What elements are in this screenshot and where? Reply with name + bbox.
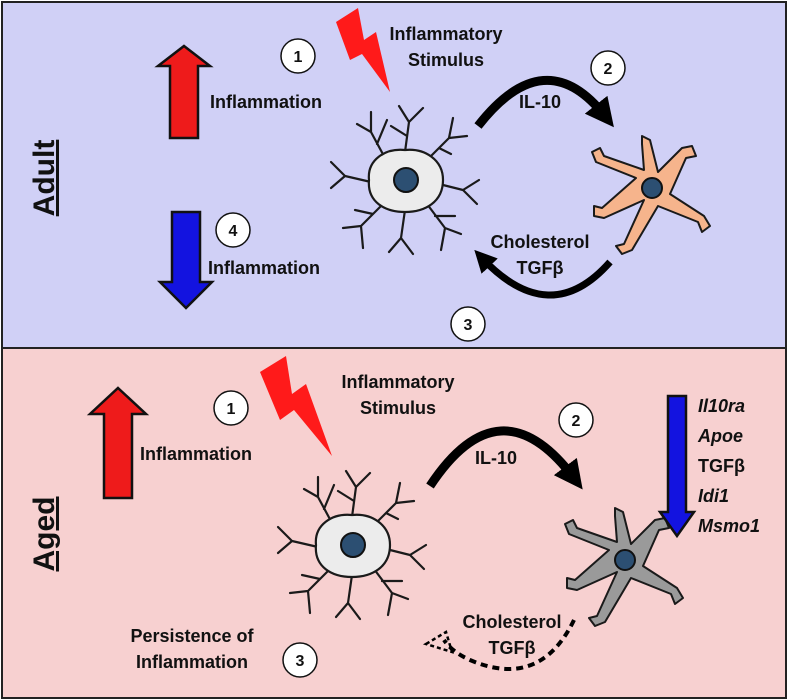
aged-stimulus-label-line1: Inflammatory xyxy=(341,372,454,392)
aged-persistence-label-line1: Persistence of xyxy=(130,626,254,646)
aged-inflammation-up-arrow xyxy=(86,386,150,500)
gene-msmo1: Msmo1 xyxy=(698,516,760,536)
gene-tgfb: TGFβ xyxy=(698,456,745,476)
aged-lightning-icon xyxy=(260,356,332,456)
adult-lightning-icon xyxy=(336,8,390,92)
aged-feedback-dashed-arrowhead xyxy=(422,630,454,654)
aged-inflammation-up-label: Inflammation xyxy=(140,444,252,464)
svg-text:1: 1 xyxy=(294,49,303,66)
aged-step-3-badge: 3 xyxy=(282,642,318,678)
adult-il10-arrow xyxy=(474,76,614,129)
gene-il10ra: Il10ra xyxy=(698,396,745,416)
adult-inflammation-down-label: Inflammation xyxy=(208,258,320,278)
aged-panel: Aged Inflammation 1 Inflammatory Stimulu… xyxy=(1,347,787,699)
adult-inflammation-up-arrow xyxy=(154,44,214,140)
adult-feedback-label-line1: Cholesterol xyxy=(490,232,589,252)
gene-idi1: Idi1 xyxy=(698,486,729,506)
adult-stimulus-label-line2: Stimulus xyxy=(408,50,484,70)
adult-inflammation-up-label: Inflammation xyxy=(210,92,322,112)
adult-step-3-badge: 3 xyxy=(450,306,486,342)
adult-section-label: Adult xyxy=(28,140,61,217)
adult-step-4-badge: 4 xyxy=(215,212,251,248)
aged-step-1-badge: 1 xyxy=(213,390,249,426)
svg-text:2: 2 xyxy=(604,61,613,78)
adult-il10-label: IL-10 xyxy=(519,92,561,112)
svg-text:3: 3 xyxy=(296,653,305,670)
aged-downregulated-gene-list: Il10ra Apoe TGFβ Idi1 Msmo1 xyxy=(697,396,760,536)
aged-section-label: Aged xyxy=(28,497,61,572)
aged-il10-arrow xyxy=(426,426,583,490)
svg-text:3: 3 xyxy=(464,317,473,334)
aged-genes-down-arrow xyxy=(657,394,697,539)
adult-feedback-arrow xyxy=(474,249,613,299)
adult-step-1-badge: 1 xyxy=(280,38,316,74)
aged-feedback-dashed-arrow xyxy=(442,619,576,671)
aged-step-2-badge: 2 xyxy=(558,402,594,438)
adult-stimulus-label-line1: Inflammatory xyxy=(389,24,502,44)
adult-step-2-badge: 2 xyxy=(590,50,626,86)
adult-feedback-label-line2: TGFβ xyxy=(517,258,564,278)
svg-text:1: 1 xyxy=(227,401,236,418)
aged-feedback-label-line2: TGFβ xyxy=(489,638,536,658)
aged-persistence-label-line2: Inflammation xyxy=(136,652,248,672)
aged-il10-label: IL-10 xyxy=(475,448,517,468)
adult-panel: Adult Inflammation 1 Inflammatory Stimul… xyxy=(1,1,787,349)
aged-feedback-label-line1: Cholesterol xyxy=(462,612,561,632)
svg-text:2: 2 xyxy=(572,413,581,430)
aged-stimulus-label-line2: Stimulus xyxy=(360,398,436,418)
gene-apoe: Apoe xyxy=(697,426,743,446)
svg-text:4: 4 xyxy=(229,223,238,240)
adult-inflammation-down-arrow xyxy=(156,210,216,310)
